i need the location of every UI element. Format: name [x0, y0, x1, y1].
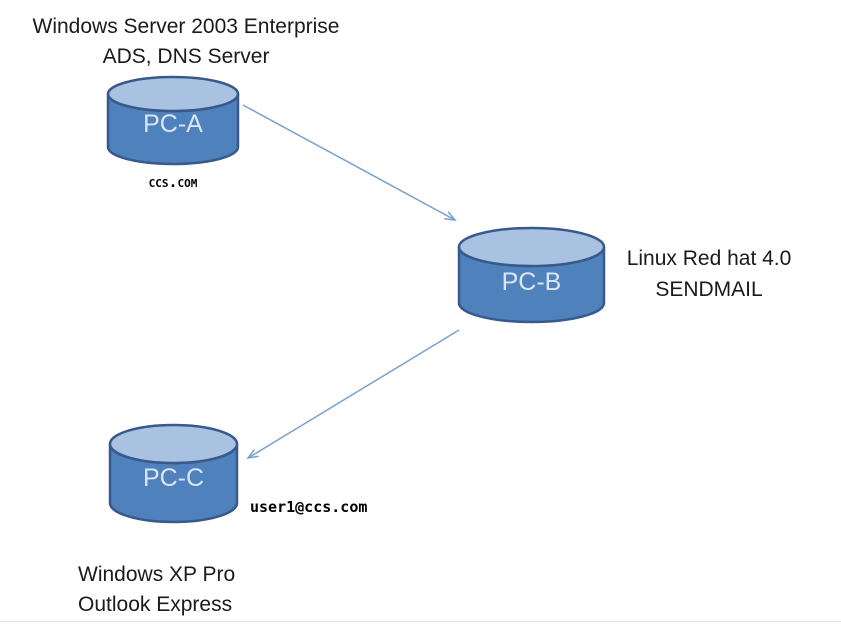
pc-a-domain-label: ccs.com: [148, 173, 198, 191]
pc-a-caption-line2: ADS, DNS Server: [102, 45, 270, 68]
pc-c-node-label: PC-C: [142, 464, 205, 492]
pc-b-caption-line1: Linux Red hat 4.0: [626, 247, 792, 270]
pc-b-caption: Linux Red hat 4.0 SENDMAIL: [619, 243, 799, 305]
edge-pc-b-to-pc-c: [246, 329, 460, 460]
pc-c-caption-line1: Windows XP Pro: [78, 563, 236, 586]
pc-a-cylinder-icon: [106, 75, 240, 166]
edge-pc-a-to-pc-b: [242, 104, 457, 221]
pc-b-node-label: PC-B: [501, 268, 562, 296]
pc-c-email-label: user1@ccs.com: [250, 498, 368, 516]
pc-c-caption: Windows XP Pro Outlook Express: [78, 560, 235, 620]
pc-a-caption-line1: Windows Server 2003 Enterprise: [32, 15, 340, 38]
bottom-divider: [0, 621, 841, 622]
pc-c-caption-line2: Outlook Express: [78, 593, 233, 616]
pc-b-caption-line2: SENDMAIL: [655, 278, 763, 301]
pc-a-node-label: PC-A: [143, 110, 203, 138]
pc-c-cylinder-icon: [108, 423, 239, 524]
pc-a-caption: Windows Server 2003 Enterprise ADS, DNS …: [0, 12, 372, 72]
pc-b-cylinder-icon: [457, 226, 606, 324]
